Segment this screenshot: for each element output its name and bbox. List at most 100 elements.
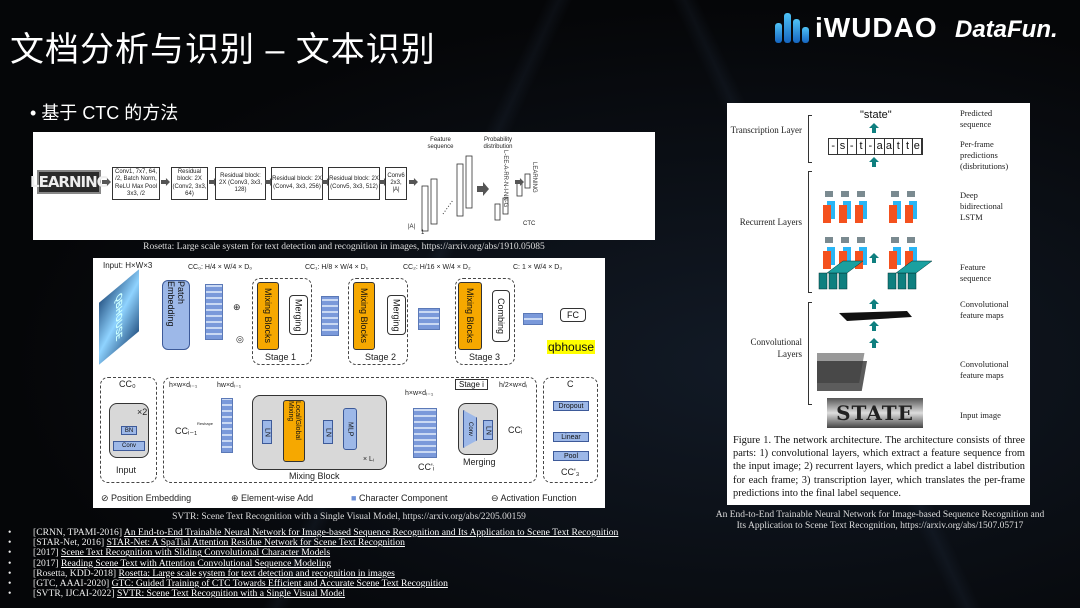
cc1-label: CC₁: H/8 × W/4 × D₁ <box>305 264 369 271</box>
mixing-block <box>252 395 387 470</box>
stage-3-label: Stage 3 <box>469 352 501 362</box>
ln-box: LN <box>323 420 333 444</box>
recurrent-layers-label: Recurrent Layers <box>739 217 802 227</box>
ctc-sequence-label: L-EE-A-RR-N-I-NN-G <box>502 150 508 208</box>
svtr-caption: SVTR: Scene Text Recognition with a Sing… <box>172 512 526 522</box>
pool-box: Pool <box>553 451 589 461</box>
stage-2-label: Stage 2 <box>365 352 397 362</box>
reference-link[interactable]: Rosetta: Large scale system for text det… <box>118 567 395 579</box>
arrow-icon <box>379 178 388 186</box>
reference-tag: [Rosetta, KDD-2018] <box>33 567 117 579</box>
frame-prediction: - <box>866 139 876 154</box>
probability-distribution-label: Probability distribution <box>483 137 513 150</box>
one-label: 1 <box>421 230 425 236</box>
crnn-figure: Transcription Layer Recurrent Layers Con… <box>727 103 1030 505</box>
reference-link[interactable]: GTC: Guided Training of CTC Towards Effi… <box>111 578 448 590</box>
predicted-sequence-label: Predicted sequence <box>960 108 993 129</box>
cc0-detail-label: CC₀ <box>119 379 136 389</box>
reference-tag: [SVTR, IJCAI-2022] <box>33 588 115 600</box>
alphabet-size-label: |A| <box>408 224 416 230</box>
patch-embedding-box: Patch Embedding <box>162 280 190 350</box>
residual-block-3: Residual block: 2X (Conv4, 3x3, 256) <box>271 167 323 200</box>
stage-3 <box>455 278 515 365</box>
bullet-text: 基于 CTC 的方法 <box>41 103 179 123</box>
reference-item: [GTC, AAAI-2020] GTC: Guided Training of… <box>8 578 618 590</box>
arrow-icon <box>515 178 524 186</box>
merging-detail-label: Merging <box>463 457 496 467</box>
legend-element-wise-add: ⊕ Element-wise Add <box>231 493 314 503</box>
h2-label: h/2×w×dᵢ <box>499 382 527 389</box>
arrow-icon <box>409 178 418 186</box>
lstm-cell-forward <box>823 205 831 223</box>
qbhouse-input-image: QBHOUSE <box>99 269 139 365</box>
reference-link[interactable]: An End-to-End Trainable Neural Network f… <box>123 527 619 538</box>
reference-link[interactable]: SVTR: Scene Text Recognition with a Sing… <box>116 588 346 600</box>
legend-label: Activation Function <box>500 493 577 503</box>
lstm-output-cell <box>825 237 833 243</box>
cc0-label: CC₀: H/4 × W/4 × D₀ <box>188 264 253 271</box>
lstm-output-cell <box>825 191 833 197</box>
frame-prediction: - <box>848 139 857 154</box>
linear-box: Linear <box>553 432 589 442</box>
lstm-cell-forward <box>855 205 863 223</box>
reference-link[interactable]: Reading Scene Text with Attention Convol… <box>60 557 332 569</box>
convolutional-layers-label: Convolutional Layers <box>750 337 803 359</box>
mixing-blocks-3: Mixing Blocks <box>458 282 482 350</box>
arrow-icon <box>102 178 111 186</box>
lstm-output-cell <box>841 191 849 197</box>
learning-input-image: LEARNING <box>30 170 109 194</box>
lstm-output-cell <box>857 191 865 197</box>
rosetta-figure: LEARNING Conv1, 7x7, 64, /2, Batch Norm,… <box>30 132 655 240</box>
cc3-label: CC'₃ <box>561 467 580 477</box>
lstm-cell-forward <box>839 205 847 223</box>
lstm-output-cell <box>857 237 865 243</box>
stage-i-label: Stage i <box>455 379 488 390</box>
ctc-output-label: LEARNING <box>531 162 537 193</box>
frame-prediction: e <box>913 139 922 154</box>
input-image-label: Input image <box>960 410 1001 420</box>
combing: Combing <box>492 290 510 342</box>
ln-box: LN <box>262 420 272 444</box>
svtr-figure: Input: H×W×3 QBHOUSE Patch Embedding CC₀… <box>93 258 605 508</box>
lstm-cell-forward <box>855 251 863 269</box>
hwd2-label: hw×dᵢ₋₁ <box>217 382 242 389</box>
residual-block-2: Residual block: 2X (Conv3, 3x3, 128) <box>215 167 266 200</box>
ln-box: LN <box>483 420 493 440</box>
reference-item: [2017] Reading Scene Text with Attention… <box>8 557 618 569</box>
input-label: Input: H×W×3 <box>103 261 153 270</box>
lstm-output-cell <box>841 237 849 243</box>
bn-box: BN <box>121 426 137 435</box>
conv6-box: Conv6 2x3, |A| <box>385 167 407 200</box>
rosetta-caption: Rosetta: Large scale system for text det… <box>143 242 545 252</box>
lstm-cell-forward <box>823 251 831 269</box>
reference-link[interactable]: STAR-Net: A SpaTial Attention Residue Ne… <box>106 537 405 549</box>
conv-box: Conv <box>113 441 145 451</box>
iwudao-logo-mark-icon <box>775 13 809 43</box>
stage-1 <box>252 278 312 365</box>
lstm-output-cell <box>907 191 915 197</box>
lstm-output-cell <box>891 191 899 197</box>
feature-sequence-label: Feature sequence <box>427 137 454 150</box>
position-embedding-icon: ◎ <box>236 334 244 344</box>
character-components <box>221 398 233 453</box>
legend-position-embedding: ⊘ Position Embedding <box>101 493 192 503</box>
arrow-icon <box>265 178 274 186</box>
arrow-icon <box>161 178 170 186</box>
legend-label: Element-wise Add <box>241 493 314 503</box>
predicted-sequence: "state" <box>860 109 892 121</box>
x2-label: ×2 <box>137 407 148 417</box>
lstm-cell-forward <box>905 205 913 223</box>
legend-label: Position Embedding <box>111 493 192 503</box>
frame-prediction: t <box>857 139 867 154</box>
reference-tag: [2017] <box>33 557 59 569</box>
bracket <box>808 115 812 163</box>
reference-link[interactable]: Scene Text Recognition with Sliding Conv… <box>60 547 331 559</box>
per-frame-predictions-label: Per-frame predictions (disbritutions) <box>960 139 1009 171</box>
character-components <box>418 308 440 330</box>
lstm-output-cell <box>891 237 899 243</box>
merging-2: Merging <box>387 295 406 335</box>
dropout-box: Dropout <box>553 401 589 411</box>
crnn-figure-caption: Figure 1. The network architecture. The … <box>733 435 1025 499</box>
residual-block-4: Residual block: 2X (Conv5, 3x3, 512) <box>328 167 380 200</box>
